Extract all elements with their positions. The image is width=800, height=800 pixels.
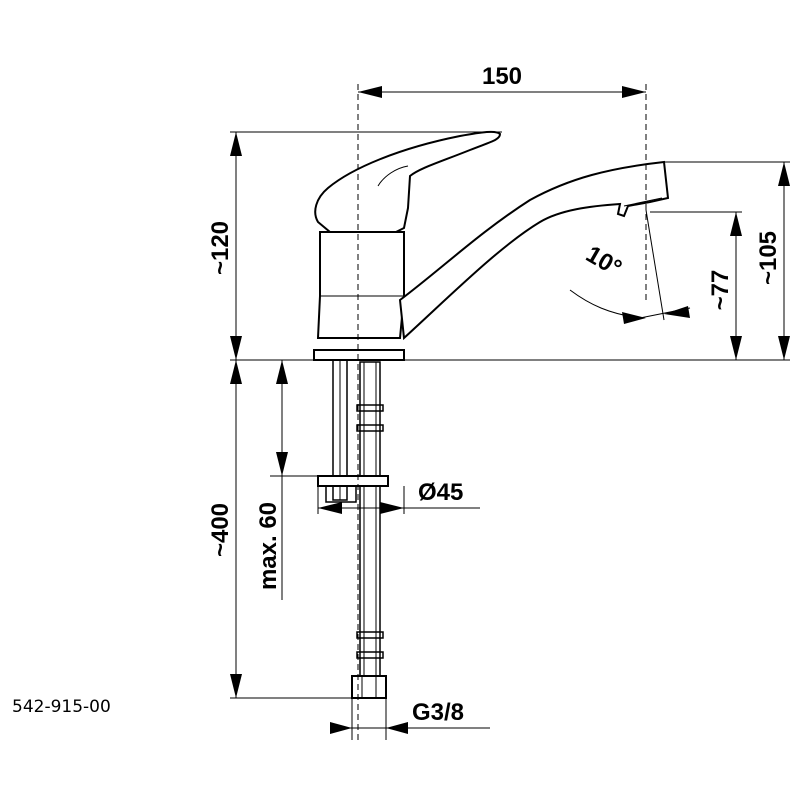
dimension-label-base-diameter: Ø45 xyxy=(418,479,463,506)
spout xyxy=(398,160,670,341)
dimension-angle: 10° xyxy=(569,241,691,324)
dimension-label-reach: 150 xyxy=(482,63,522,90)
dimension-outlet-height: ~77 xyxy=(707,212,742,360)
dimension-label-body-height: ~120 xyxy=(207,221,234,275)
faucet-body xyxy=(316,231,405,339)
dimension-counter-thickness: max. 60 xyxy=(255,360,288,600)
dimension-base-diameter: Ø45 xyxy=(317,479,480,514)
dimension-label-hose-length: ~400 xyxy=(207,503,234,557)
dimension-label-outlet-height: ~77 xyxy=(707,270,734,311)
reference-lines xyxy=(230,84,790,740)
dimension-label-angle: 10° xyxy=(581,241,626,283)
dimension-label-connection-thread: G3/8 xyxy=(412,699,464,726)
base-ring xyxy=(313,349,405,361)
part-number: 542-915-00 xyxy=(12,697,111,717)
dimension-spout-height: ~105 xyxy=(755,162,790,360)
mounting-assembly xyxy=(317,359,389,699)
dimension-hose-length: ~400 xyxy=(207,360,242,698)
dimension-body-height: ~120 xyxy=(207,132,242,360)
dimension-connection-thread: G3/8 xyxy=(330,699,490,734)
faucet-outline xyxy=(313,130,670,361)
hose-end-nut xyxy=(351,675,387,699)
lever-handle xyxy=(314,130,502,233)
dimension-reach: 150 xyxy=(358,63,646,98)
dimension-label-spout-height: ~105 xyxy=(755,231,782,285)
fixing-plate xyxy=(317,475,389,487)
dimension-label-counter-thickness: max. 60 xyxy=(255,502,282,590)
